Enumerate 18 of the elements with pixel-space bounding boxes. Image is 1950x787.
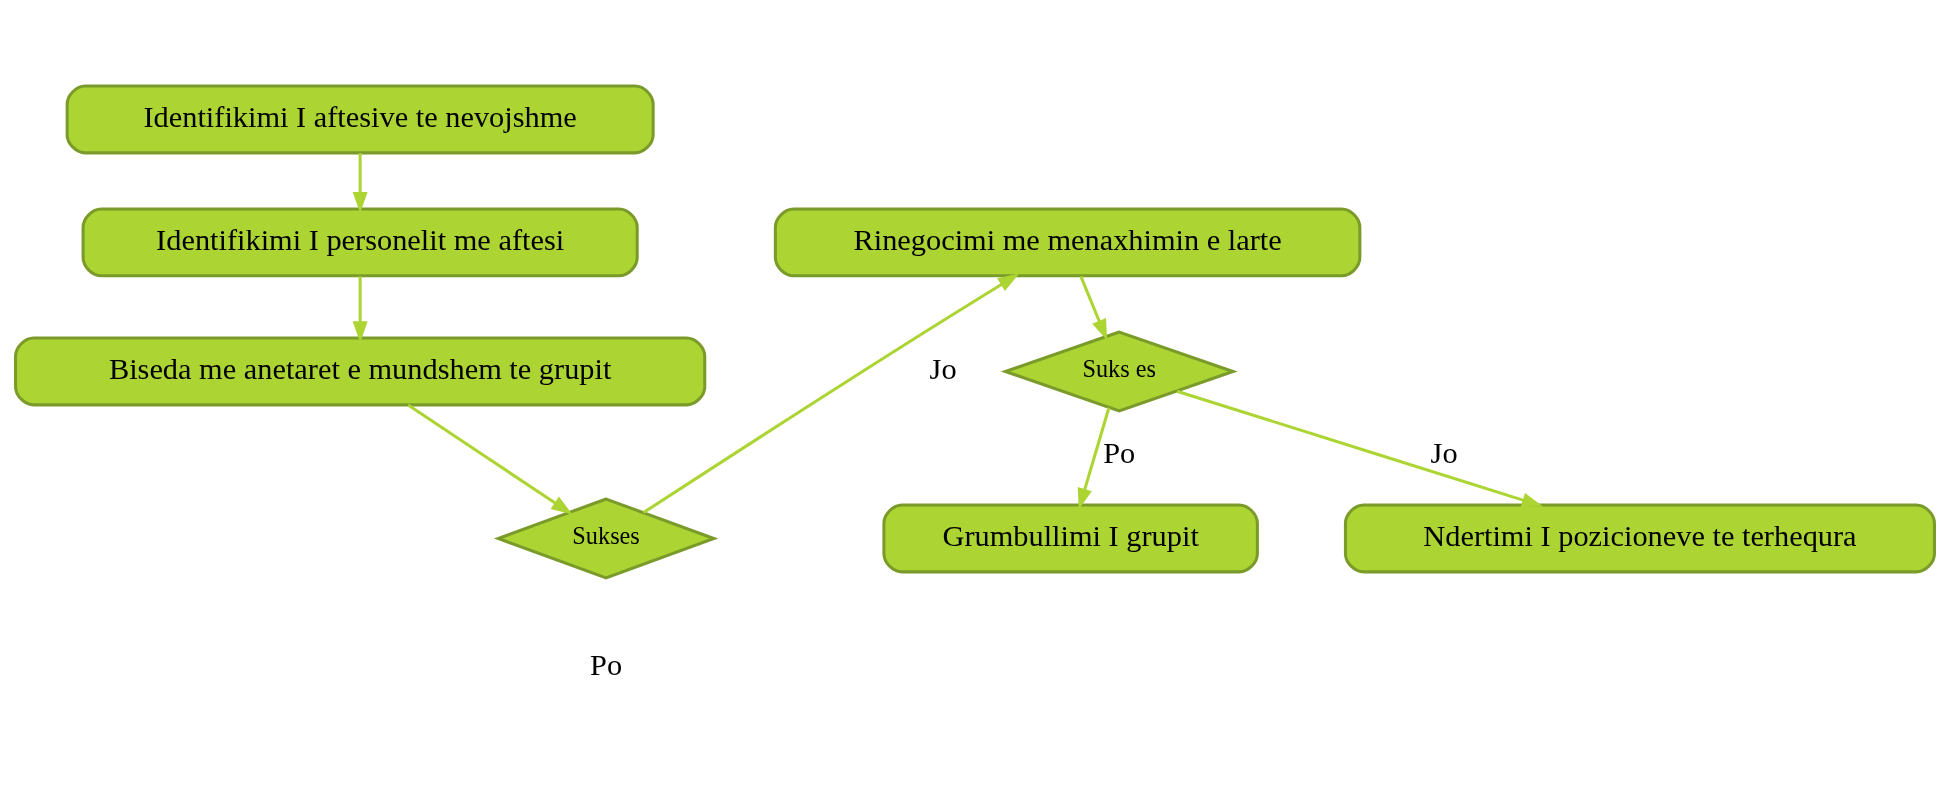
- arrow: [1079, 275, 1108, 341]
- edge-label: Jo: [1430, 435, 1458, 470]
- node-box: Identifikimi I aftesive te nevojshme: [65, 84, 655, 155]
- edge-label: Po: [1103, 435, 1136, 470]
- node-box: Rinegocimi me menaxhimin e larte: [773, 207, 1362, 278]
- edge-label: Jo: [929, 352, 957, 387]
- label: Po: [590, 648, 623, 683]
- arrow: [1176, 389, 1544, 508]
- node-box: Identifikimi I personelit me aftesi: [81, 207, 639, 278]
- node-diamond: Suks es: [1000, 330, 1238, 413]
- arrow: [352, 153, 368, 214]
- node-box: Ndertimi I pozicioneve te terhequra: [1343, 503, 1936, 574]
- arrow: [1077, 407, 1111, 510]
- arrow: [407, 403, 573, 515]
- arrow: [352, 276, 368, 343]
- node-box: Grumbullimi I grupit: [882, 503, 1259, 574]
- arrow: [642, 273, 1020, 514]
- node-box: Biseda me anetaret e mundshem te grupit: [14, 336, 707, 407]
